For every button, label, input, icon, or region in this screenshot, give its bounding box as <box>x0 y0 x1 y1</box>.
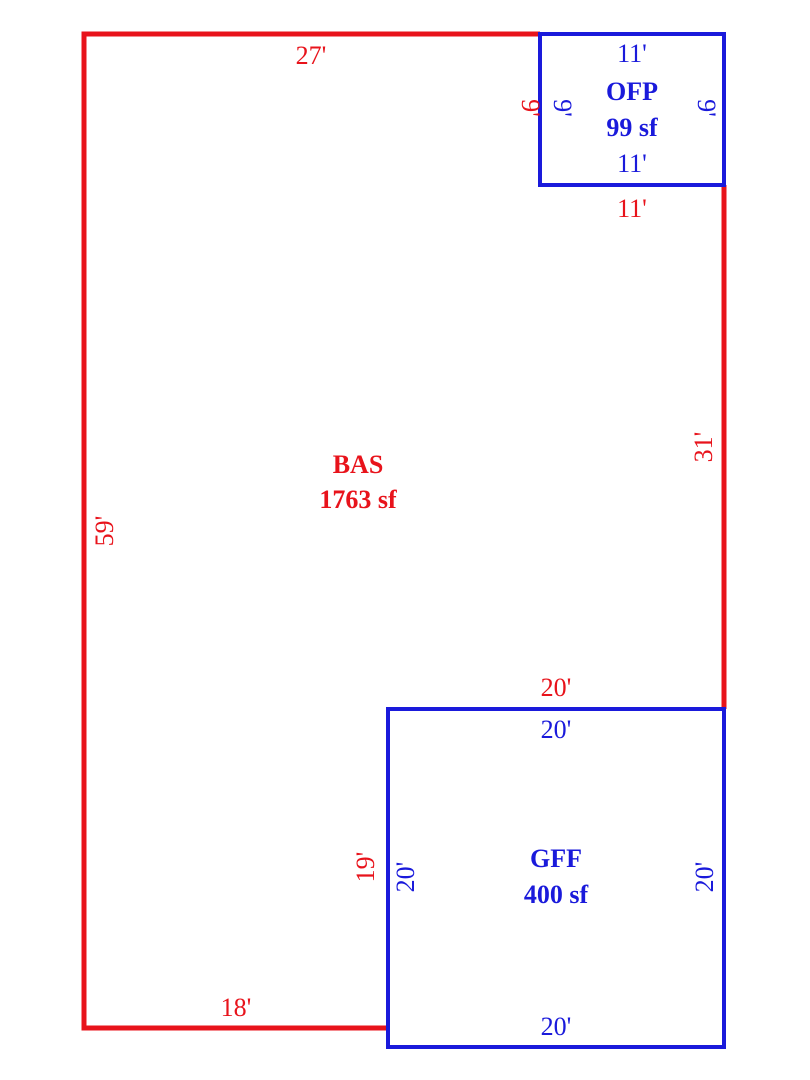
bas-code-label: BAS <box>333 450 384 479</box>
gff-code-label: GFF <box>530 844 582 873</box>
gff-outline <box>386 707 726 1049</box>
gff-right-dimension: 20' <box>690 862 719 893</box>
bas-outline <box>81 31 540 1031</box>
gff-left-dimension: 20' <box>391 862 420 893</box>
bas-top-dimension: 27' <box>296 41 327 70</box>
bas-gff-left-dimension: 19' <box>351 852 380 883</box>
ofp-right-dimension: 9' <box>692 99 721 117</box>
bas-gff-top-dimension: 20' <box>541 673 572 702</box>
bas-right-dimension: 31' <box>689 432 718 463</box>
ofp-left-dimension: 9' <box>548 99 577 117</box>
bas-area-label: 1763 sf <box>319 485 397 514</box>
ofp-top-dimension: 11' <box>617 39 647 68</box>
ofp-bottom-dimension: 11' <box>617 149 647 178</box>
ofp-outline <box>538 32 726 187</box>
gff-top-dimension: 20' <box>541 715 572 744</box>
bas-ofp-left-dimension: 9' <box>516 99 545 117</box>
gff-area-label: 400 sf <box>524 880 589 909</box>
bas-left-dimension: 59' <box>90 516 119 547</box>
ofp-area-label: 99 sf <box>606 113 658 142</box>
ofp-code-label: OFP <box>606 77 658 106</box>
bas-ofp-bottom-dimension: 11' <box>617 194 647 223</box>
gff-bottom-dimension: 20' <box>541 1012 572 1041</box>
bas-bottom-dimension: 18' <box>221 993 252 1022</box>
